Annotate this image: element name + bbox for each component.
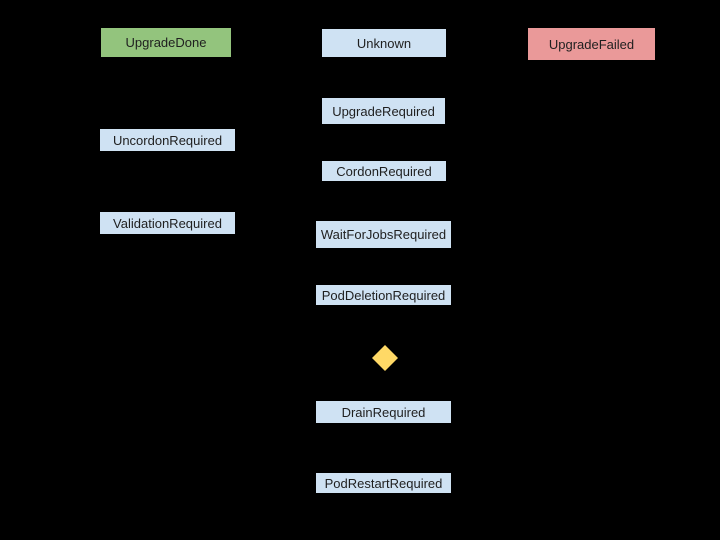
- state-node-pod-deletion-required: PodDeletionRequired: [315, 284, 452, 306]
- state-node-drain-required: DrainRequired: [315, 400, 452, 424]
- state-node-upgrade-required: UpgradeRequired: [321, 97, 446, 125]
- decision-diamond-node: [372, 345, 398, 371]
- state-node-pod-restart-required: PodRestartRequired: [315, 472, 452, 494]
- state-node-cordon-required: CordonRequired: [321, 160, 447, 182]
- state-node-validation-required: ValidationRequired: [99, 211, 236, 235]
- state-node-wait-for-jobs-required: WaitForJobsRequired: [315, 220, 452, 249]
- state-node-upgrade-done: UpgradeDone: [100, 27, 232, 58]
- state-node-upgrade-failed: UpgradeFailed: [527, 27, 656, 61]
- state-node-unknown: Unknown: [321, 28, 447, 58]
- state-node-uncordon-required: UncordonRequired: [99, 128, 236, 152]
